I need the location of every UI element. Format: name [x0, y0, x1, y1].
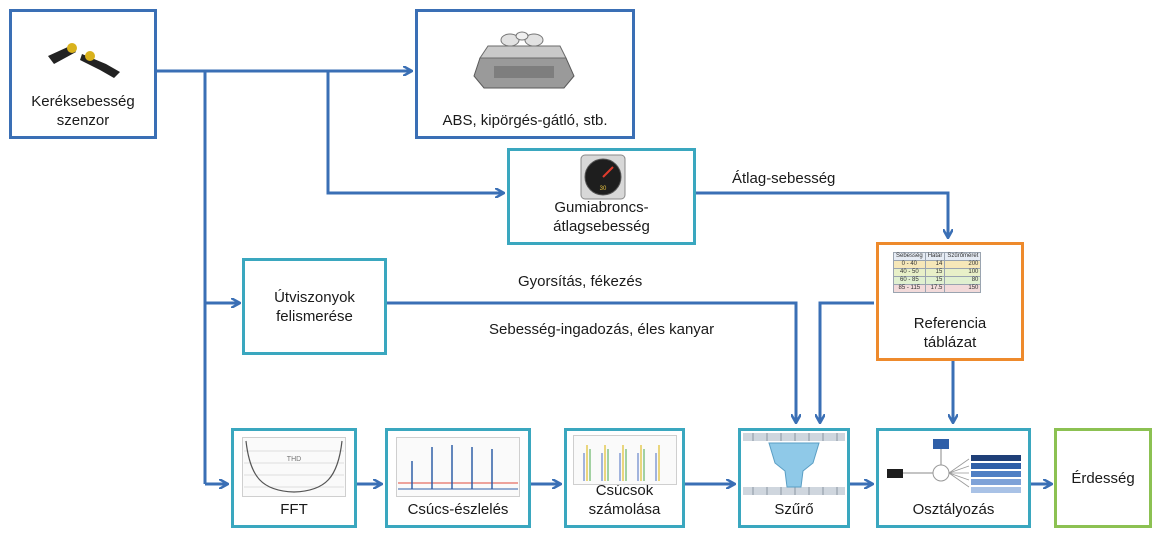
node-abs: ABS, kipörgés-gátló, stb.: [415, 9, 635, 139]
sensor-icon: [48, 43, 120, 78]
ref-header: Sebesség: [893, 252, 926, 261]
node-tire-avg-speed: 30 Gumiabroncs- átlagsebesség: [507, 148, 696, 245]
ref-cell: 60 - 85: [893, 276, 926, 285]
node-roughness: Érdesség: [1054, 428, 1152, 528]
roughness-label: Érdesség: [1071, 469, 1135, 487]
ref-cell: 85 - 115: [893, 284, 926, 293]
edge-label-avg-speed: Átlag-sebesség: [732, 170, 836, 187]
arrow-to-tire-avg: [326, 71, 502, 193]
ref-header: Szűrőméret: [944, 252, 982, 261]
reference-table-grid: Sebesség Határ Szűrőméret 0 - 40 14 200 …: [893, 252, 982, 293]
ref-cell: 40 - 50: [893, 268, 926, 277]
ref-cell: 200: [944, 260, 982, 269]
node-peak-detection: Csúcs-észlelés: [385, 428, 531, 528]
reference-table-thumbnail: Sebesség Határ Szűrőméret 0 - 40 14 200 …: [893, 252, 982, 293]
node-classification: Osztályozás: [876, 428, 1031, 528]
ref-label-2: táblázat: [923, 334, 977, 351]
classifier-icon: [887, 439, 1021, 493]
peak-plot-icon: [396, 437, 520, 497]
ref-header: Határ: [924, 252, 946, 261]
speedometer-icon: 30: [580, 154, 626, 200]
peak-label: Csúcs-észlelés: [407, 501, 509, 518]
ref-cell: 80: [944, 276, 982, 285]
node-filter: Szűrő: [738, 428, 850, 528]
ref-cell: 14: [924, 260, 946, 269]
edge-label-accel-brake: Gyorsítás, fékezés: [518, 273, 643, 290]
tire-label-2: átlagsebesség: [553, 218, 650, 235]
arrow-tire-avg-to-ref: [696, 191, 948, 236]
node-reference-table: Sebesség Határ Szűrőméret 0 - 40 14 200 …: [876, 242, 1024, 361]
funnel-filter-icon: [743, 433, 845, 495]
abs-label: ABS, kipörgés-gátló, stb.: [442, 112, 608, 129]
arrow-ref-to-filter: [820, 301, 874, 421]
node-peak-counting: Csúcsok számolása: [564, 428, 685, 528]
count-label-2: számolása: [588, 501, 661, 518]
road-label-1: Útviszonyok: [274, 288, 355, 306]
class-label: Osztályozás: [912, 501, 995, 518]
ref-cell: 0 - 40: [893, 260, 926, 269]
ref-cell: 15: [924, 268, 946, 277]
arrow-road-to-filter: [387, 301, 796, 421]
node-road-condition: Útviszonyok felismerése: [242, 258, 387, 355]
fft-plot-text: THD: [287, 456, 301, 463]
ref-cell: 150: [944, 284, 982, 293]
tire-label-1: Gumiabroncs-: [554, 199, 649, 216]
svg-text:30: 30: [600, 186, 607, 192]
sensor-label-1: Keréksebesség: [31, 93, 135, 110]
count-label-1: Csúcsok: [595, 482, 654, 499]
peak-count-plot-icon: [573, 435, 677, 485]
ref-cell: 100: [944, 268, 982, 277]
node-fft: THD FFT: [231, 428, 357, 528]
fft-plot-icon: THD: [242, 437, 346, 497]
fft-label: FFT: [280, 501, 308, 518]
node-wheel-speed-sensor: Keréksebesség szenzor: [9, 9, 157, 139]
edge-label-speed-fluct: Sebesség-ingadozás, éles kanyar: [489, 321, 715, 338]
filter-label: Szűrő: [774, 501, 814, 518]
road-label-2: felismerése: [276, 307, 353, 325]
ref-cell: 15: [924, 276, 946, 285]
ref-cell: 17.5: [924, 284, 946, 293]
abs-unit-icon: [473, 31, 575, 89]
ref-label-1: Referencia: [913, 315, 987, 332]
sensor-label-2: szenzor: [56, 112, 110, 129]
